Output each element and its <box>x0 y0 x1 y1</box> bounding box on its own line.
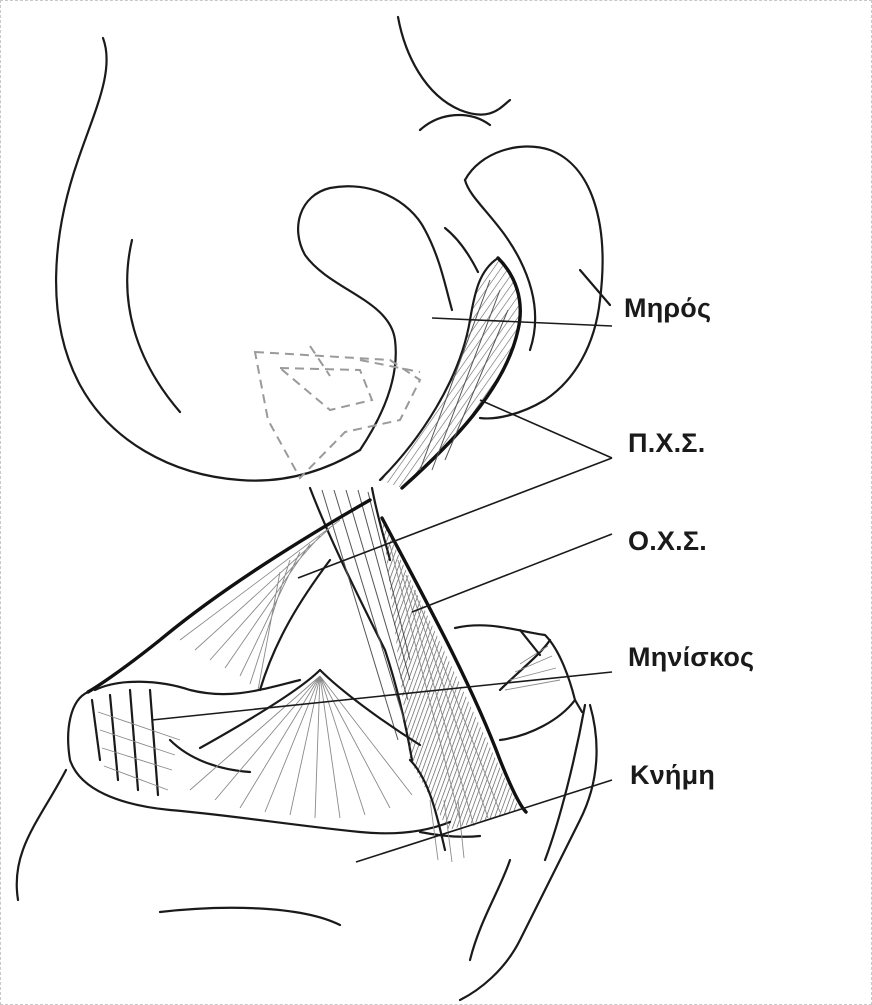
leader-lines <box>152 318 612 862</box>
leader-femur <box>432 318 612 326</box>
label-tibia: Κνήμη <box>630 760 715 791</box>
leader-pcl-upper <box>480 400 612 458</box>
leader-acl <box>412 534 612 612</box>
pcl-ligament <box>380 258 520 488</box>
label-pcl: Π.Χ.Σ. <box>628 428 705 459</box>
leader-pcl-lower <box>298 458 612 578</box>
label-femur: Μηρός <box>624 293 711 324</box>
tibia-drawing <box>17 705 597 1000</box>
anterior-band <box>88 500 370 692</box>
label-meniscus: Μηνίσκος <box>628 642 754 673</box>
acl-ligament <box>310 488 526 850</box>
femur-drawing <box>56 17 610 481</box>
label-acl: Ο.Χ.Σ. <box>628 526 707 557</box>
leader-meniscus <box>152 672 612 720</box>
